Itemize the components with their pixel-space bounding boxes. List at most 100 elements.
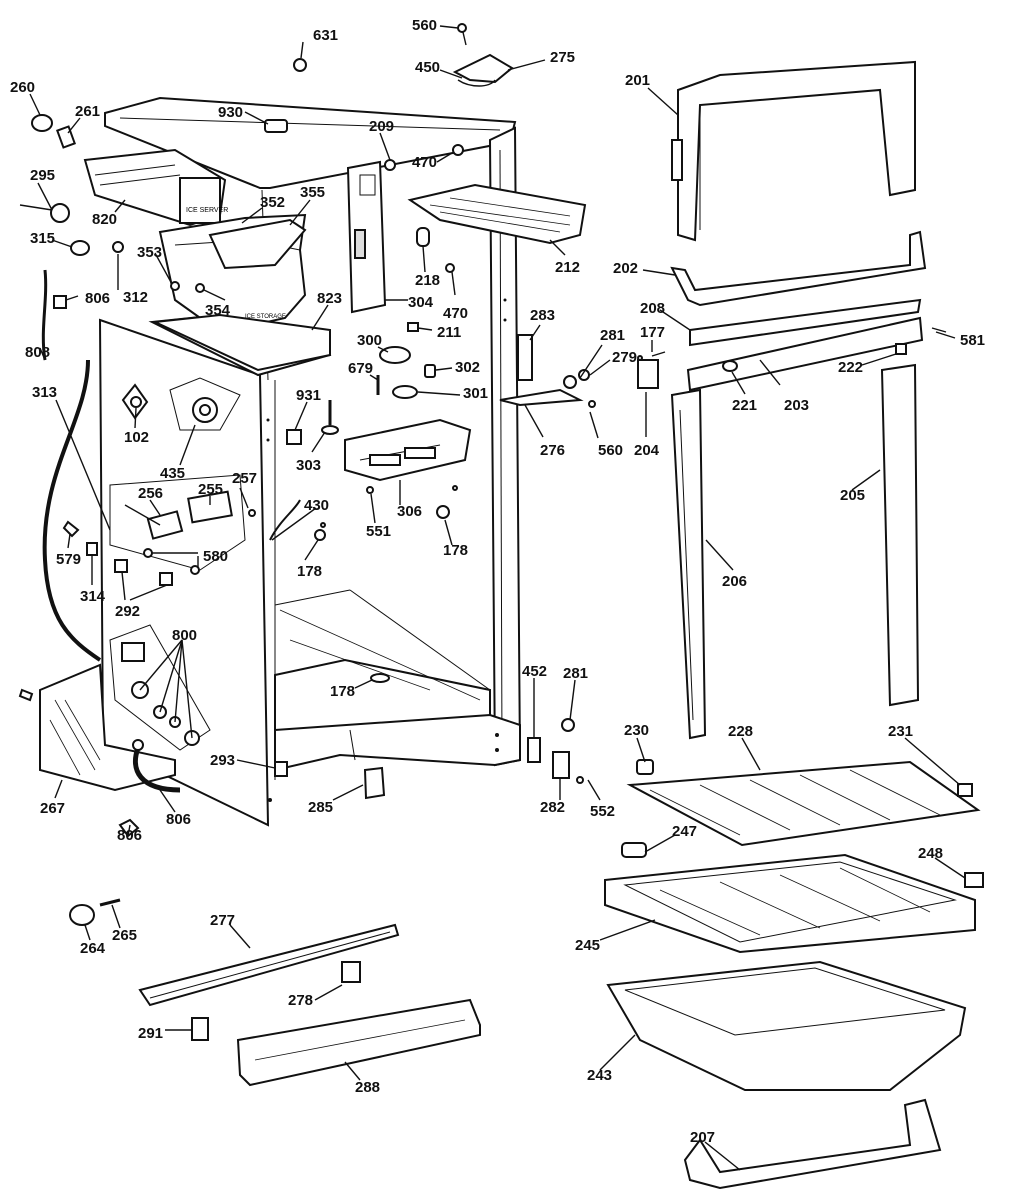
callout-580: 580 (203, 548, 228, 565)
callout-820: 820 (92, 211, 117, 228)
callout-281-a: 281 (600, 327, 625, 344)
callout-312: 312 (123, 289, 148, 306)
callout-430: 430 (304, 497, 329, 514)
ice-maker-assembly: ICE SERVER ICE STORAGE (19, 114, 331, 372)
callout-209: 209 (369, 118, 394, 135)
back-cover-plate (39, 663, 176, 792)
callout-354: 354 (205, 302, 231, 319)
callout-293: 293 (210, 752, 235, 769)
callout-230: 230 (624, 722, 649, 739)
callout-221: 221 (732, 397, 757, 414)
ice-storage-label: ICE STORAGE (245, 314, 286, 320)
callout-560-b: 560 (598, 442, 623, 459)
bottom-rail-parts (69, 898, 481, 1087)
callout-285: 285 (308, 799, 333, 816)
callout-178-c: 178 (330, 683, 355, 700)
callout-247: 247 (672, 823, 697, 840)
callout-353: 353 (137, 244, 162, 261)
water-tube-lower (132, 747, 181, 793)
callout-631: 631 (313, 27, 338, 44)
callout-218: 218 (415, 272, 440, 289)
callout-355: 355 (300, 184, 325, 201)
callout-300: 300 (357, 332, 382, 349)
callout-352: 352 (260, 194, 285, 211)
callout-281-b: 281 (563, 665, 588, 682)
callout-288: 288 (355, 1079, 380, 1096)
callout-452: 452 (522, 663, 547, 680)
callout-212: 212 (555, 259, 580, 276)
callout-295: 295 (30, 167, 55, 184)
callout-277: 277 (210, 912, 235, 929)
callout-551: 551 (366, 523, 391, 540)
callout-211: 211 (437, 324, 461, 341)
callout-255: 255 (198, 481, 223, 498)
callout-231: 231 (888, 723, 913, 740)
callout-581: 581 (960, 332, 985, 349)
callout-275: 275 (550, 49, 575, 66)
callout-579: 579 (56, 551, 81, 568)
callout-261: 261 (75, 103, 100, 120)
side-wall-parts (18, 377, 326, 838)
freezer-parts (264, 23, 659, 800)
callout-470-a: 470 (412, 154, 437, 171)
callout-806-b: 806 (117, 827, 142, 844)
callout-315: 315 (30, 230, 55, 247)
callout-806-a: 806 (85, 290, 110, 307)
callout-267: 267 (40, 800, 65, 817)
callout-800: 800 (172, 627, 197, 644)
callout-202: 202 (613, 260, 638, 277)
callout-302: 302 (455, 359, 480, 376)
freezer-door-liner (651, 60, 947, 392)
ice-server-label: ICE SERVER (186, 207, 228, 214)
callout-228: 228 (728, 723, 753, 740)
callout-314: 314 (80, 588, 106, 605)
callout-178-b: 178 (443, 542, 468, 559)
callout-102: 102 (124, 429, 149, 446)
callout-306: 306 (397, 503, 422, 520)
callout-260: 260 (10, 79, 35, 96)
callout-560-a: 560 (412, 17, 437, 34)
callout-204: 204 (634, 442, 660, 459)
callout-264: 264 (80, 940, 106, 957)
leader-lines (29, 25, 966, 1171)
callout-178-a: 178 (297, 563, 322, 580)
callout-208: 208 (640, 300, 665, 317)
callout-201: 201 (625, 72, 650, 89)
callout-numbers: 560 631 275 450 260 261 930 209 470 201 … (10, 17, 985, 1146)
callout-205: 205 (840, 487, 865, 504)
callout-256: 256 (138, 485, 163, 502)
callout-303: 303 (296, 457, 321, 474)
callout-313: 313 (32, 384, 57, 401)
callout-177: 177 (640, 324, 665, 341)
callout-257: 257 (232, 470, 257, 487)
callout-282: 282 (540, 799, 565, 816)
callout-552: 552 (590, 803, 615, 820)
callout-276: 276 (540, 442, 565, 459)
callout-292: 292 (115, 603, 140, 620)
callout-435: 435 (160, 465, 185, 482)
callout-265: 265 (112, 927, 137, 944)
callout-248: 248 (918, 845, 943, 862)
callout-278: 278 (288, 992, 313, 1009)
callout-301: 301 (463, 385, 488, 402)
callout-450: 450 (415, 59, 440, 76)
callout-203: 203 (784, 397, 809, 414)
callout-291: 291 (138, 1025, 163, 1042)
callout-206: 206 (722, 573, 747, 590)
callout-808: 808 (25, 344, 50, 361)
callout-930: 930 (218, 104, 243, 121)
callout-823: 823 (317, 290, 342, 307)
door-strip-left (670, 388, 707, 740)
callout-279: 279 (612, 349, 637, 366)
callout-931: 931 (296, 387, 321, 404)
callout-304: 304 (408, 294, 434, 311)
fresh-food-shelves (604, 759, 984, 1190)
callout-806-c: 806 (166, 811, 191, 828)
callout-470-b: 470 (443, 305, 468, 322)
callout-222: 222 (838, 359, 863, 376)
callout-283: 283 (530, 307, 555, 324)
callout-207: 207 (690, 1129, 715, 1146)
water-tube (42, 359, 102, 662)
callout-243: 243 (587, 1067, 612, 1084)
